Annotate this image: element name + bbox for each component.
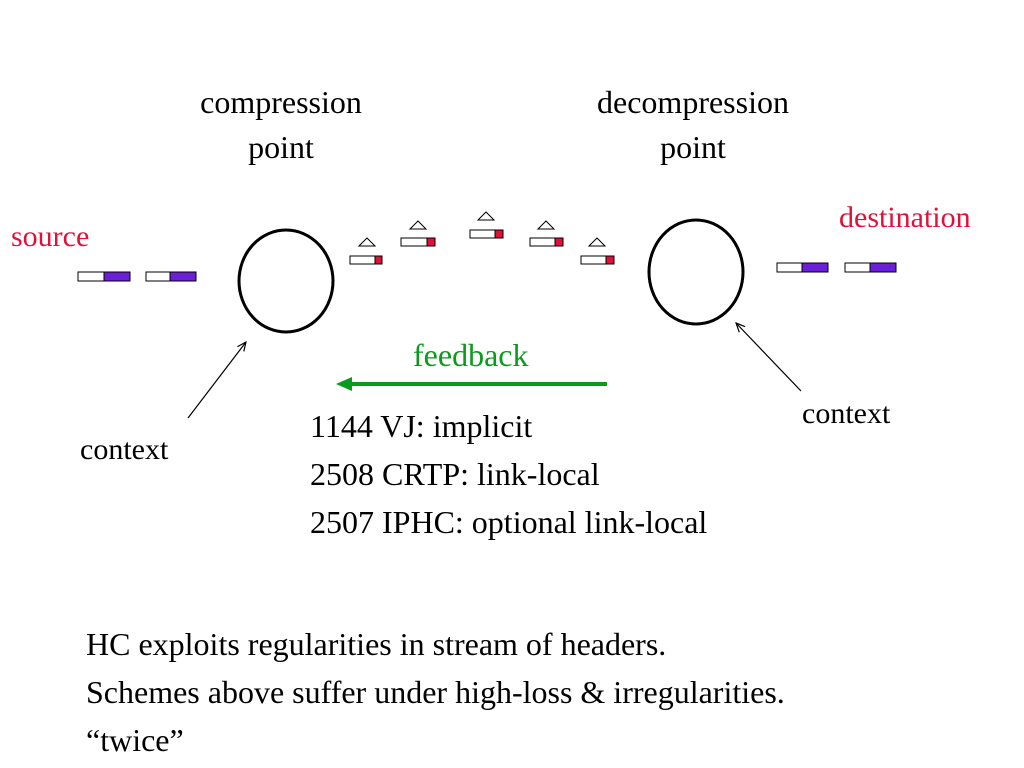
rfc-item: 2508 CRTP: link-local [310,456,600,492]
decompression-label-line2: point [660,129,726,165]
full-header-packet [145,271,197,282]
compressed-header-packet [529,220,564,247]
rfc-item: 1144 VJ: implicit [310,408,533,444]
context-left-pointer [187,342,246,419]
decompression-label-line1: decompression [597,84,789,120]
compression-label-line2: point [248,129,314,165]
rfc-list: 1144 VJ: implicit 2508 CRTP: link-local … [310,402,707,546]
context-left-label: context [80,433,169,466]
compressed-header-packet [349,237,383,265]
full-header-packet [776,262,829,273]
destination-label: destination [839,201,971,234]
compression-point-label: compression point [170,86,392,163]
feedback-arrow [336,377,607,391]
note-item: Schemes above suffer under high-loss & i… [86,674,785,710]
note-item: HC exploits regularities in stream of he… [86,626,667,662]
compression-label-line1: compression [200,84,362,120]
full-header-packet [844,262,897,273]
context-right-label: context [802,397,891,430]
rfc-item: 2507 IPHC: optional link-local [310,504,708,540]
compressor-node [237,228,335,334]
decompression-point-label: decompression point [562,86,824,163]
source-label: source [11,220,90,253]
compressed-header-packet [469,211,504,239]
full-header-packet [77,271,131,282]
notes-list: HC exploits regularities in stream of he… [86,620,785,764]
compressed-header-packet [400,220,436,247]
compressed-header-packet [580,237,615,265]
decompressor-node [647,218,745,326]
note-item: “twice” [86,722,184,758]
context-right-pointer [736,323,802,392]
feedback-label: feedback [413,337,529,373]
